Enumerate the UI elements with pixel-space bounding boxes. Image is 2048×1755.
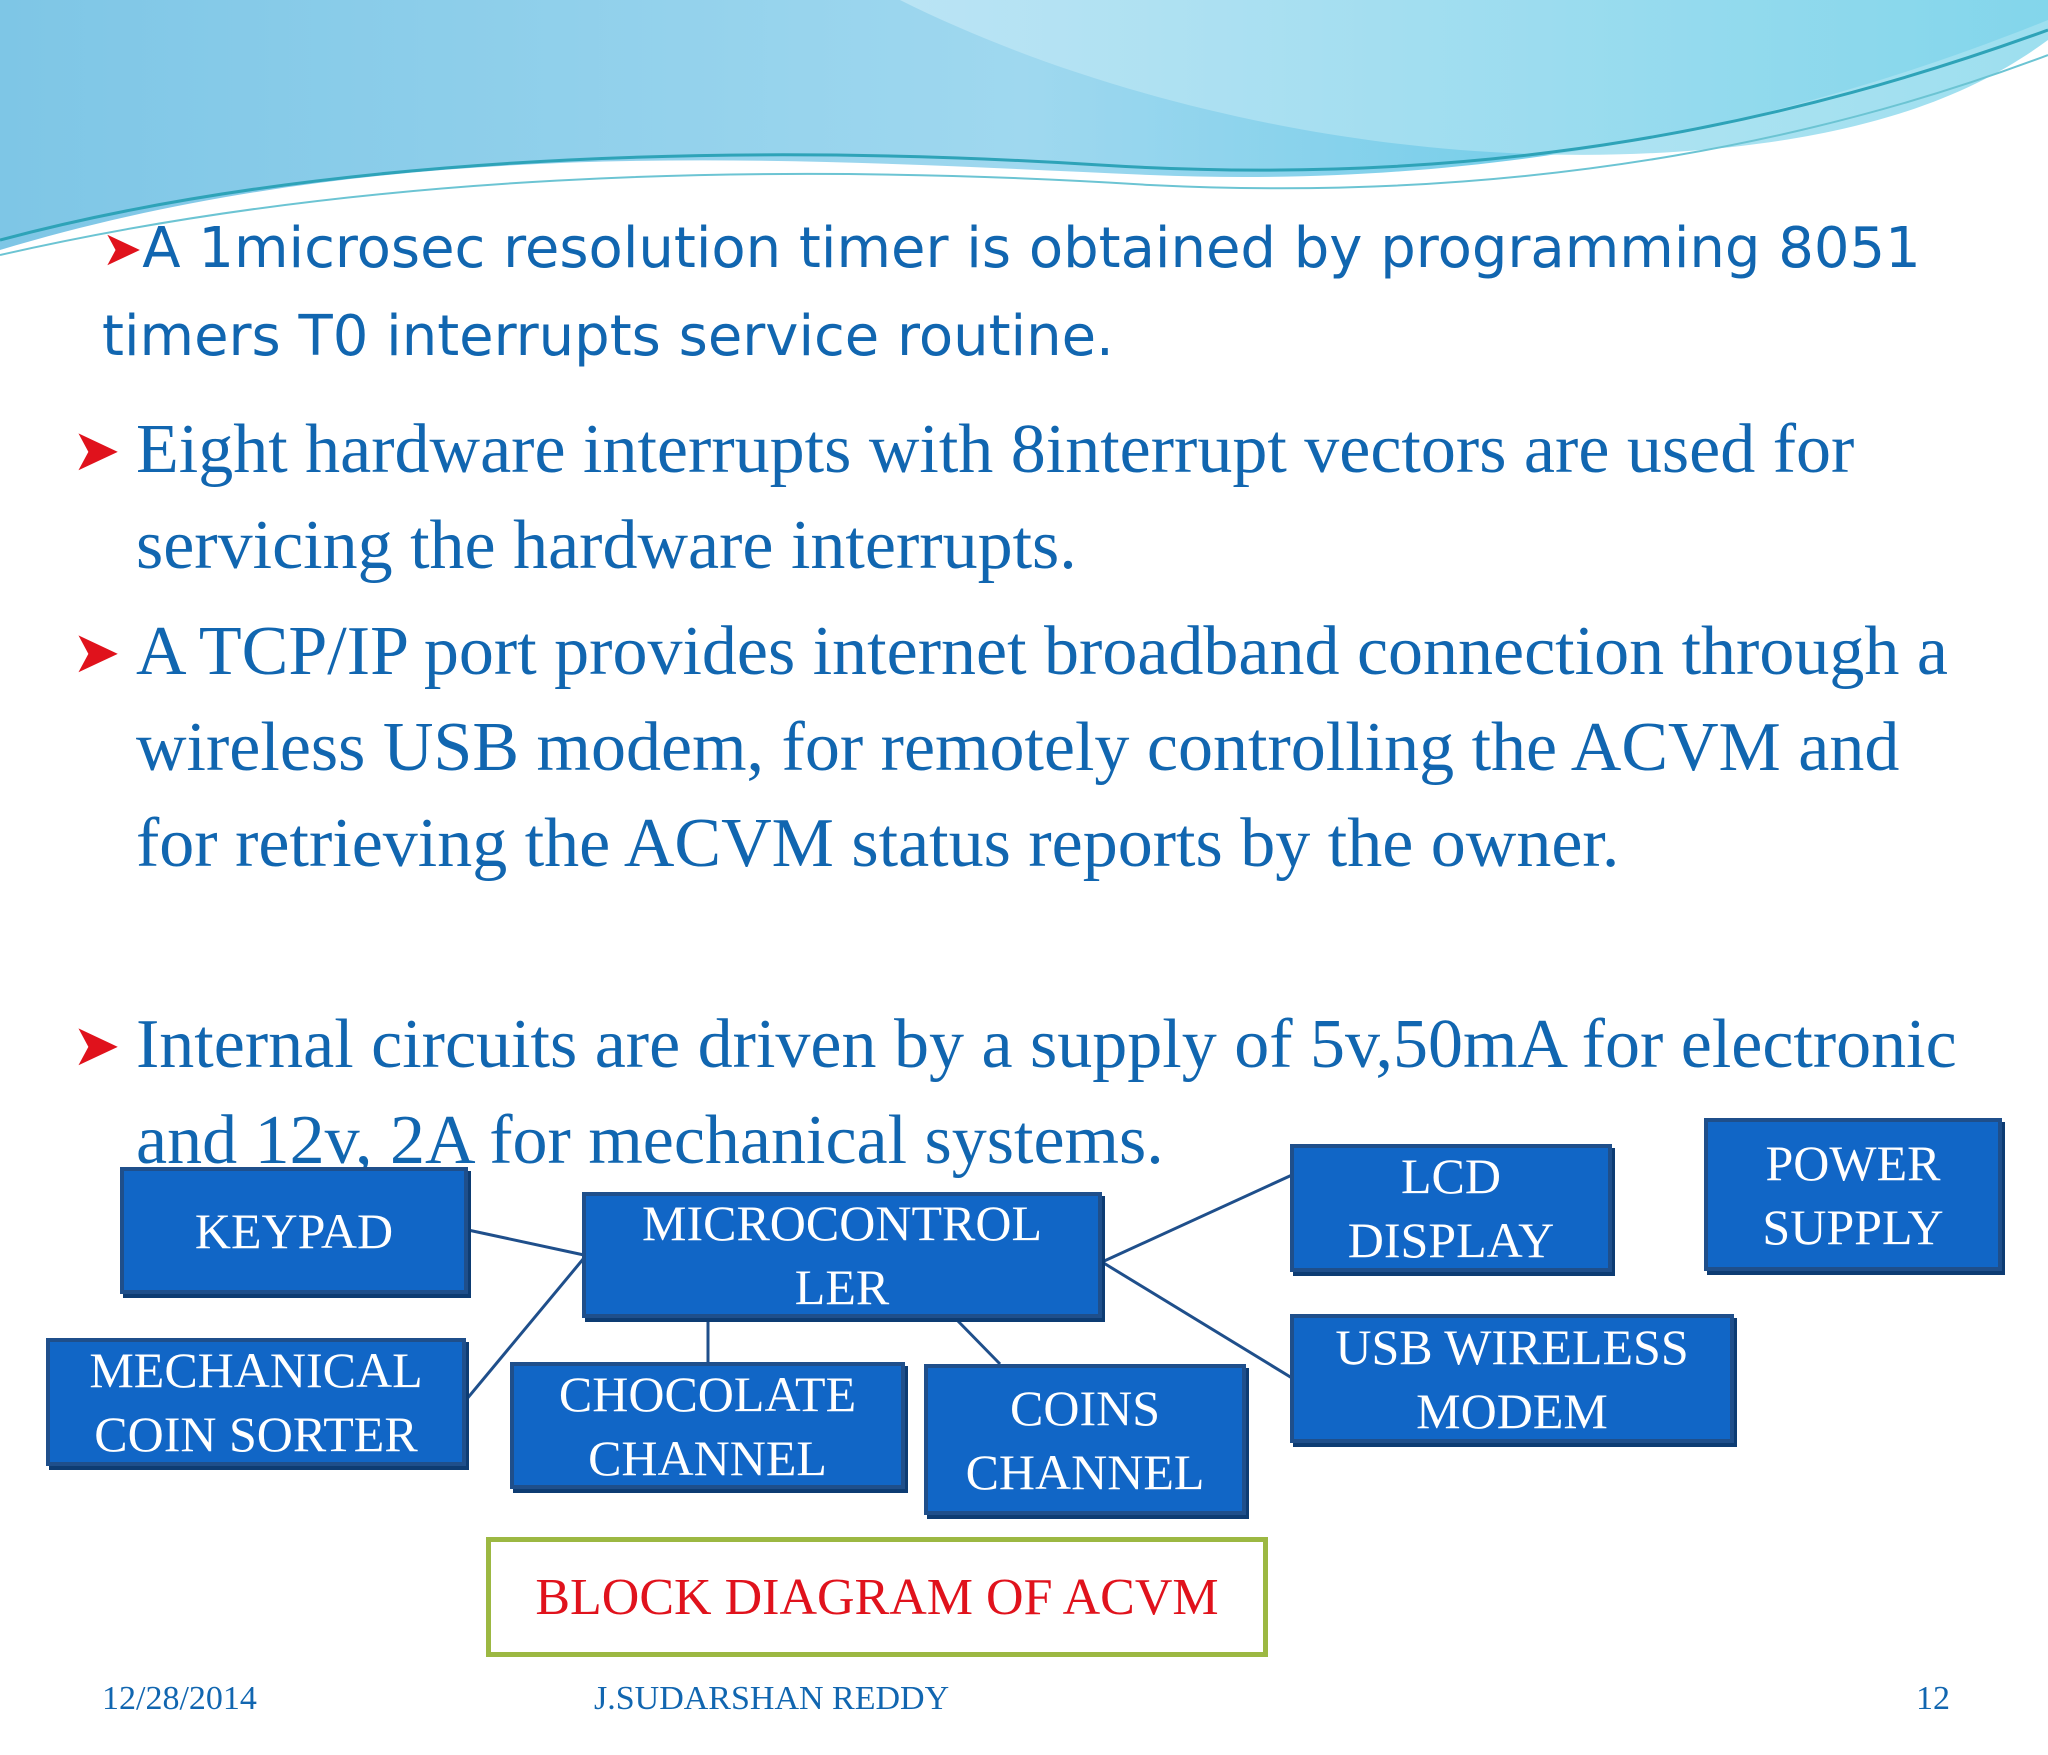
header-wave-decoration — [0, 0, 2048, 256]
power-supply-block: POWER SUPPLY — [1704, 1118, 2002, 1271]
arrow-bullet-icon: ➤ — [72, 1011, 121, 1079]
chocolate-channel-block: CHOCOLATE CHANNEL — [510, 1362, 905, 1489]
usb-wireless-modem-block: USB WIRELESS MODEM — [1290, 1314, 1734, 1443]
lcd-display-block: LCD DISPLAY — [1290, 1144, 1612, 1272]
bullet-item: ➤ Eight hardware interrupts with 8interr… — [72, 402, 1972, 594]
arrow-bullet-icon: ➤ — [72, 416, 121, 484]
coins-channel-block: COINS CHANNEL — [924, 1364, 1246, 1515]
bullet-item-text: Internal circuits are driven by a supply… — [136, 1006, 1957, 1179]
arrow-bullet-icon: ➤ — [72, 618, 121, 686]
connector-keypad — [467, 1228, 585, 1257]
keypad-block: KEYPAD — [120, 1167, 468, 1294]
connector-mechanical — [464, 1257, 586, 1401]
intro-bullet: ➤A 1microsec resolution timer is obtaine… — [102, 205, 2042, 381]
connector-usb — [1101, 1260, 1293, 1380]
connector-coins — [953, 1316, 1002, 1366]
arrow-bullet-icon: ➤ — [102, 221, 143, 277]
microcontroller-block: MICROCONTROL LER — [582, 1192, 1102, 1318]
diagram-caption: BLOCK DIAGRAM OF ACVM — [486, 1537, 1268, 1657]
connector-lcd — [1101, 1173, 1293, 1264]
bullet-item: ➤ Internal circuits are driven by a supp… — [72, 997, 1972, 1189]
intro-bullet-text: A 1microsec resolution timer is obtained… — [102, 216, 1921, 369]
bullet-item-text: Eight hardware interrupts with 8interrup… — [136, 411, 1855, 584]
bullet-item-text: A TCP/IP port provides internet broadban… — [136, 613, 1948, 882]
bullet-item: ➤ A TCP/IP port provides internet broadb… — [72, 604, 1972, 892]
footer-page-number: 12 — [1916, 1680, 1950, 1717]
mechanical-coin-sorter-block: MECHANICAL COIN SORTER — [46, 1338, 466, 1466]
footer-date: 12/28/2014 — [102, 1680, 257, 1717]
footer-author: J.SUDARSHAN REDDY — [594, 1680, 950, 1717]
